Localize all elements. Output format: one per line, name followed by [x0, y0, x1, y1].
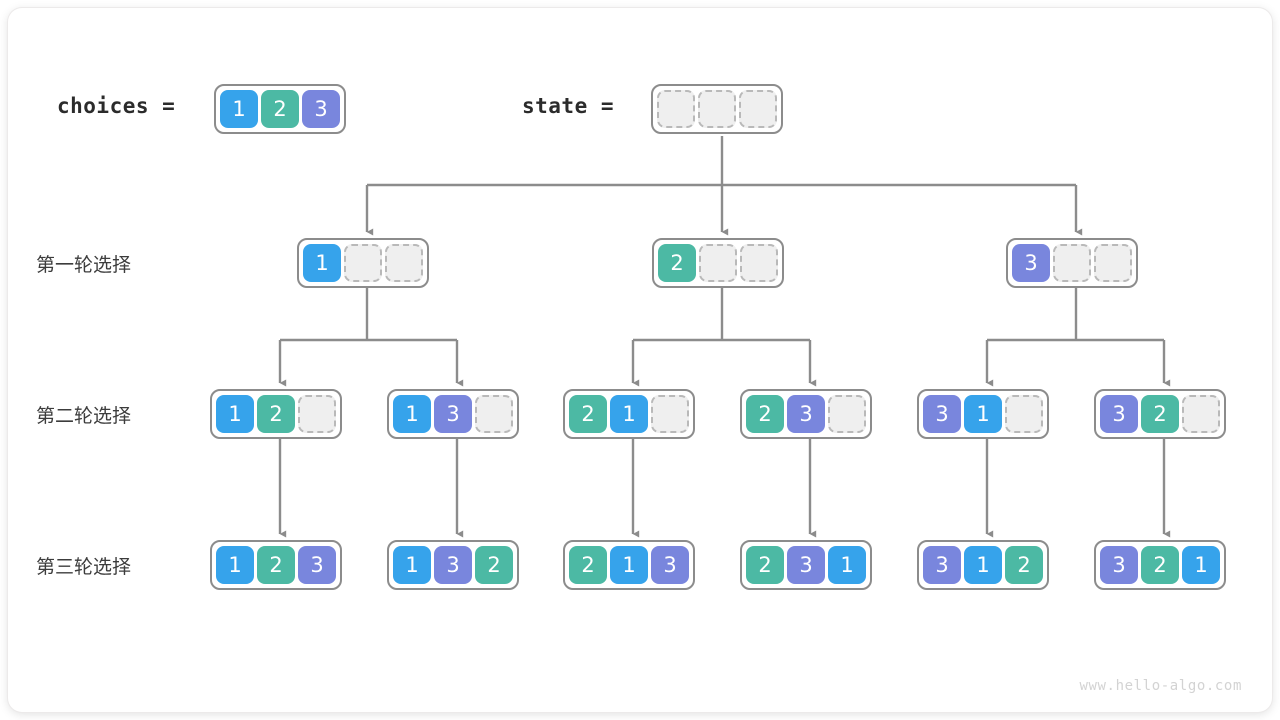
- r3n3-cell-1: 1: [610, 546, 648, 584]
- r3n2-cell-2: 2: [475, 546, 513, 584]
- r2n3-cell-1: 1: [610, 395, 648, 433]
- r2n6-cell-0: 3: [1100, 395, 1138, 433]
- r1n1-cell-0: 1: [303, 244, 341, 282]
- choices-cell-0: 1: [220, 90, 258, 128]
- r1n3-cell-2: [1094, 244, 1132, 282]
- r2n5-cell-0: 3: [923, 395, 961, 433]
- r2n4-cell-1: 3: [787, 395, 825, 433]
- r3n4-cell-2: 1: [828, 546, 866, 584]
- r3n2-cell-0: 1: [393, 546, 431, 584]
- r2n3-cell-0: 2: [569, 395, 607, 433]
- r2n6-cell-2: [1182, 395, 1220, 433]
- choices-cell-1: 2: [261, 90, 299, 128]
- r2n4-cell-0: 2: [746, 395, 784, 433]
- state-cell-1: [698, 90, 736, 128]
- r3n1-cell-1: 2: [257, 546, 295, 584]
- r2n2-cell-2: [475, 395, 513, 433]
- r1n1-cell-2: [385, 244, 423, 282]
- r3n6-cell-0: 3: [1100, 546, 1138, 584]
- state-cell-0: [657, 90, 695, 128]
- page-card: [8, 8, 1272, 712]
- row-title-round-2: 第二轮选择: [36, 405, 132, 427]
- r1n1-cell-1: [344, 244, 382, 282]
- r3n3-cell-0: 2: [569, 546, 607, 584]
- r3n6-cell-1: 2: [1141, 546, 1179, 584]
- r3n1-cell-2: 3: [298, 546, 336, 584]
- state-node-r1-3: 3: [1006, 238, 1138, 288]
- row-title-round-1: 第一轮选择: [36, 254, 132, 276]
- r1n3-cell-1: [1053, 244, 1091, 282]
- state-array: [651, 84, 783, 134]
- r2n1-cell-2: [298, 395, 336, 433]
- r3n2-cell-1: 3: [434, 546, 472, 584]
- r1n2-cell-0: 2: [658, 244, 696, 282]
- choices-label: choices =: [57, 94, 176, 118]
- r3n6-cell-2: 1: [1182, 546, 1220, 584]
- row-title-round-3: 第三轮选择: [36, 556, 132, 578]
- r2n2-cell-1: 3: [434, 395, 472, 433]
- state-label: state =: [522, 94, 615, 118]
- r1n2-cell-2: [740, 244, 778, 282]
- r3n4-cell-1: 3: [787, 546, 825, 584]
- r3n5-cell-2: 2: [1005, 546, 1043, 584]
- r2n1-cell-0: 1: [216, 395, 254, 433]
- r3n5-cell-0: 3: [923, 546, 961, 584]
- r3n1-cell-0: 1: [216, 546, 254, 584]
- r3n5-cell-1: 1: [964, 546, 1002, 584]
- watermark: www.hello-algo.com: [1079, 678, 1242, 694]
- r2n5-cell-1: 1: [964, 395, 1002, 433]
- state-node-r1-1: 1: [297, 238, 429, 288]
- r3n3-cell-2: 3: [651, 546, 689, 584]
- r2n5-cell-2: [1005, 395, 1043, 433]
- r3n4-cell-0: 2: [746, 546, 784, 584]
- r2n2-cell-0: 1: [393, 395, 431, 433]
- r2n4-cell-2: [828, 395, 866, 433]
- r2n1-cell-1: 2: [257, 395, 295, 433]
- r2n3-cell-2: [651, 395, 689, 433]
- choices-cell-2: 3: [302, 90, 340, 128]
- state-cell-2: [739, 90, 777, 128]
- state-node-r1-2: 2: [652, 238, 784, 288]
- r1n2-cell-1: [699, 244, 737, 282]
- r2n6-cell-1: 2: [1141, 395, 1179, 433]
- r1n3-cell-0: 3: [1012, 244, 1050, 282]
